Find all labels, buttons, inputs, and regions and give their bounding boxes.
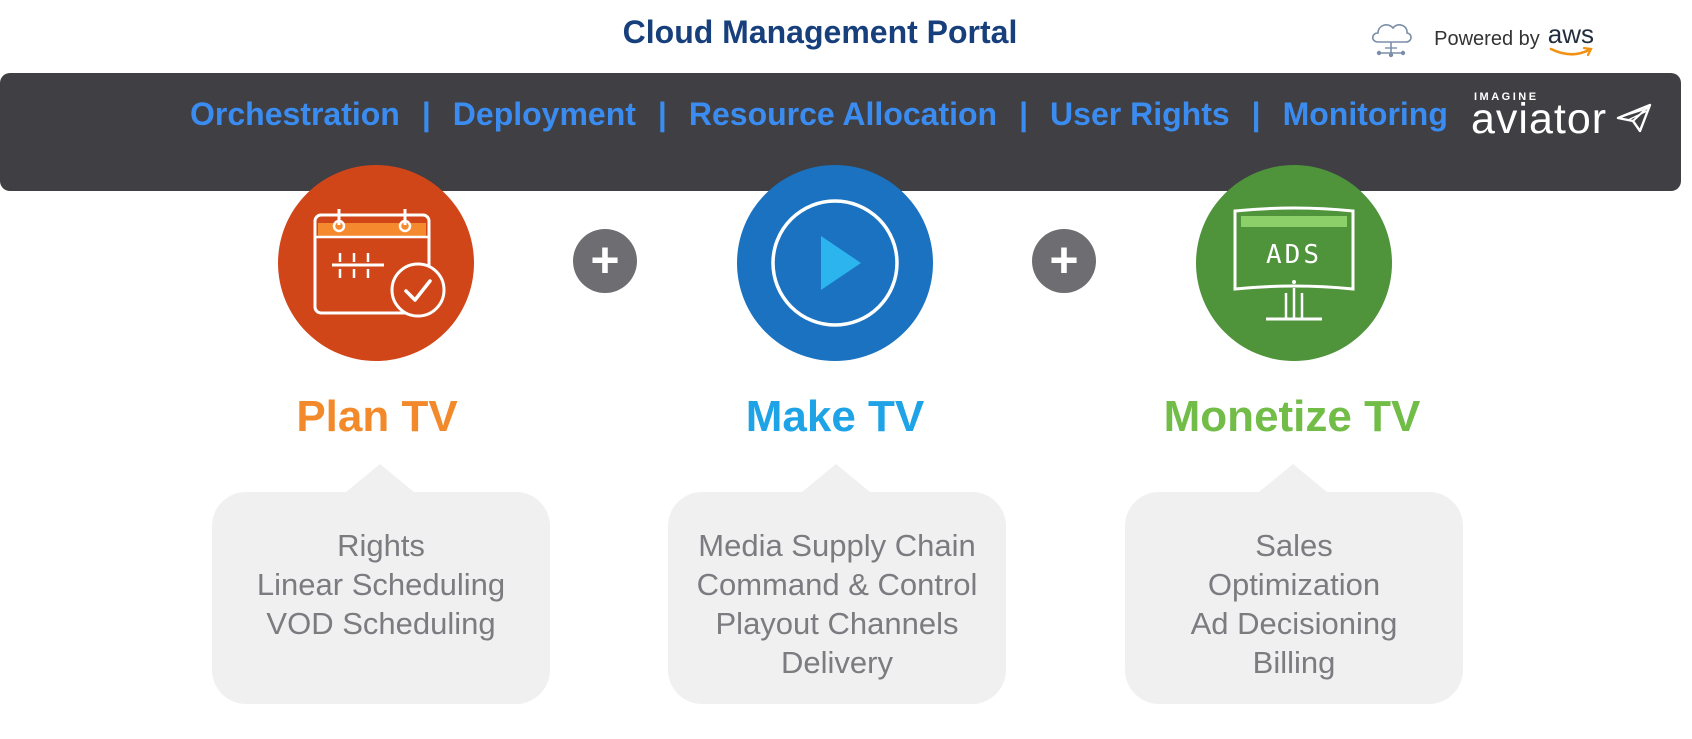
list-item: Optimization [1207,567,1381,602]
list-item: Linear Scheduling [256,567,506,602]
plan-tv-details: Rights Linear Scheduling VOD Scheduling [212,464,550,704]
cloud-network-icon [1372,24,1412,58]
ads-icon-text: ADS [1266,240,1322,270]
nav-item-deployment: Deployment [452,96,636,132]
calendar-check-icon [313,209,446,318]
aws-logo: aws [1548,21,1594,57]
list-item: Command & Control [696,567,978,602]
make-tv-circle [737,165,933,361]
nav-separator: | [421,96,431,132]
powered-by-label: Powered by [1434,27,1540,50]
plus-icon: + [1032,229,1096,293]
nav-item-user-rights: User Rights [1050,96,1230,132]
logo-main-text: aviator [1471,95,1608,143]
plan-tv-heading: Plan TV [296,392,458,441]
aws-logo-text: aws [1547,19,1594,49]
nav-separator: | [1019,96,1029,132]
page-title: Cloud Management Portal [622,14,1018,50]
monetize-tv-details: Sales Optimization Ad Decisioning Billin… [1125,464,1463,704]
paper-plane-icon [1616,103,1652,133]
nav-separator: | [657,96,667,132]
aws-smile-icon [1549,47,1593,57]
plan-tv-circle [278,165,474,361]
nav-item-resource-allocation: Resource Allocation [688,96,998,132]
make-tv-heading: Make TV [745,392,925,441]
list-item: Billing [1252,645,1336,680]
list-item: Rights [337,528,425,563]
nav-item-monitoring: Monitoring [1282,96,1448,132]
list-item: Media Supply Chain [698,528,976,563]
powered-by: Powered by aws [1368,18,1594,60]
plus-icon: + [573,229,637,293]
nav-separator: | [1251,96,1261,132]
make-tv-details: Media Supply Chain Command & Control Pla… [668,464,1006,704]
monetize-tv-heading: Monetize TV [1163,392,1421,441]
list-item: Sales [1255,528,1333,563]
imagine-aviator-logo: IMAGINE aviator [1471,91,1652,143]
logo-top-text: IMAGINE [1474,91,1539,103]
play-icon [771,199,899,327]
list-item: Ad Decisioning [1190,606,1398,641]
list-item: Delivery [781,645,893,680]
list-item: Playout Channels [715,606,959,641]
feature-nav: Orchestration | Deployment | Resource Al… [190,96,1448,133]
monetize-tv-circle: ADS [1196,165,1392,361]
nav-item-orchestration: Orchestration [190,96,400,132]
ads-display-icon: ADS [1233,206,1355,321]
list-item: VOD Scheduling [266,606,496,641]
